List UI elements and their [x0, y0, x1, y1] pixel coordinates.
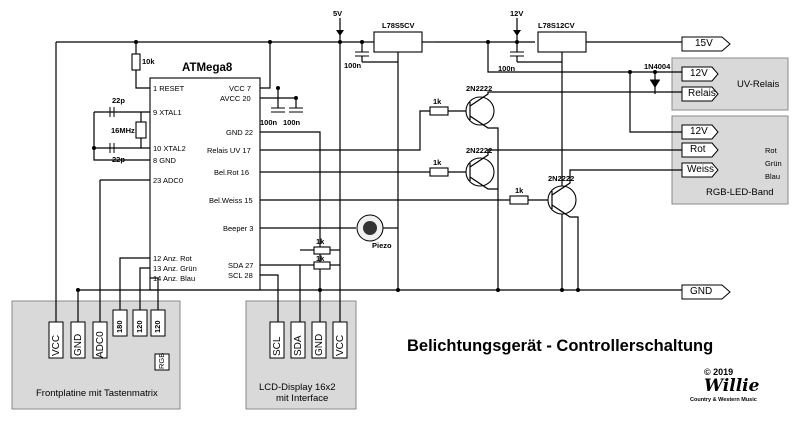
- front-pin-adc0: ADC0: [95, 331, 106, 358]
- rgb-in-rot: Rot: [690, 144, 706, 155]
- rgb-in-weiss: Weiss: [687, 164, 715, 175]
- label-c-avcc: 100n: [283, 118, 301, 127]
- pin-vcc: VCC 7: [229, 84, 252, 93]
- pin-xtal1: 9 XTAL1: [153, 108, 182, 117]
- pin-anz-blau: 14 Anz. Blau: [153, 274, 196, 283]
- label-c-vcc: 100n: [260, 118, 278, 127]
- gnd-flag: [681, 284, 731, 300]
- pin-xtal2: 10 XTAL2: [153, 144, 186, 153]
- front-pin-vcc: VCC: [51, 334, 62, 356]
- label-c-reg12: 100n: [498, 64, 516, 73]
- label-t-weiss: 2N2222: [548, 174, 575, 183]
- label-c-xtal1: 22p: [112, 96, 125, 105]
- rgb-led-gruen: Grün: [765, 159, 782, 168]
- pin-bel-weiss: Bel.Weiss 15: [209, 196, 253, 205]
- lcd-pin-sda: SDA: [293, 335, 304, 356]
- brand-sub: Country & Western Music: [690, 397, 757, 403]
- reg-5v: [373, 31, 423, 53]
- rgb-led-blau: Blau: [765, 172, 781, 181]
- lcd-pin-gnd: GND: [314, 333, 325, 356]
- pin-adc0: 23 ADC0: [153, 176, 184, 185]
- lcd-pin-scl: SCL: [272, 336, 283, 356]
- front-res-120b: 120: [153, 320, 162, 333]
- label-r-scl: 1k: [316, 254, 325, 263]
- label-r-rot: 1k: [433, 158, 442, 167]
- front-panel-label: Frontplatine mit Tastenmatrix: [36, 388, 158, 399]
- label-reg5: L78S5CV: [382, 21, 415, 30]
- front-res-120a: 120: [135, 320, 144, 333]
- lcd-pin-vcc: VCC: [335, 334, 346, 356]
- copyright: © 2019: [704, 367, 734, 377]
- rgb-led-rot: Rot: [765, 146, 777, 155]
- label-r-sda: 1k: [316, 237, 325, 246]
- reg-12v: [537, 31, 587, 53]
- uv-relais-label: UV-Relais: [737, 79, 780, 90]
- pin-anz-gruen: 13 Anz. Grün: [153, 264, 197, 273]
- pin-relais-uv: Relais UV 17: [207, 146, 251, 155]
- rgb-band-label: RGB-LED-Band: [706, 187, 774, 198]
- label-t-relais: 2N2222: [466, 84, 493, 93]
- label-12v: 12V: [510, 9, 524, 18]
- atmega8-chip: [149, 77, 261, 291]
- pin-bel-rot: Bel.Rot 16: [214, 168, 250, 177]
- lcd-label-2: mit Interface: [276, 393, 329, 404]
- pin-gnd8: 8 GND: [153, 156, 176, 165]
- pin-anz-rot: 12 Anz. Rot: [153, 254, 192, 263]
- label-r-reset: 10k: [142, 57, 155, 66]
- front-pin-gnd: GND: [73, 333, 84, 356]
- label-t-rot: 2N2222: [466, 146, 493, 155]
- label-r-relais: 1k: [433, 97, 442, 106]
- rgb-in-12v: 12V: [690, 126, 708, 137]
- pin-gnd22: GND 22: [226, 128, 254, 137]
- lcd-label-1: LCD-Display 16x2: [259, 382, 336, 393]
- pin-scl: SCL 28: [228, 271, 253, 280]
- front-rgb: RGB: [157, 352, 166, 369]
- label-r-weiss: 1k: [515, 186, 524, 195]
- pin-avcc: AVCC 20: [220, 94, 251, 103]
- label-piezo: Piezo: [372, 241, 392, 250]
- uv-relais-relais: Relais: [688, 88, 716, 99]
- label-5v: 5V: [333, 9, 343, 18]
- label-c-reg5: 100n: [344, 61, 362, 70]
- front-res-180: 180: [115, 320, 124, 333]
- label-15v: 15V: [695, 38, 713, 49]
- uv-relais-12v: 12V: [690, 68, 708, 79]
- page-title: Belichtungsgerät - Controllerschaltung: [407, 337, 714, 355]
- pin-sda: SDA 27: [228, 261, 254, 270]
- label-reg12: L78S12CV: [538, 21, 575, 30]
- brand-logo: Willie: [704, 376, 760, 396]
- v15-flag: [681, 36, 731, 52]
- label-diode: 1N4004: [644, 62, 671, 71]
- label-gnd: GND: [690, 286, 713, 297]
- label-crystal: 16MHz: [111, 126, 135, 135]
- mcu-name: ATMega8: [182, 62, 233, 74]
- pin-reset: 1 RESET: [153, 84, 185, 93]
- label-c-xtal2: 22p: [112, 155, 125, 164]
- pin-beeper: Beeper 3: [223, 224, 254, 233]
